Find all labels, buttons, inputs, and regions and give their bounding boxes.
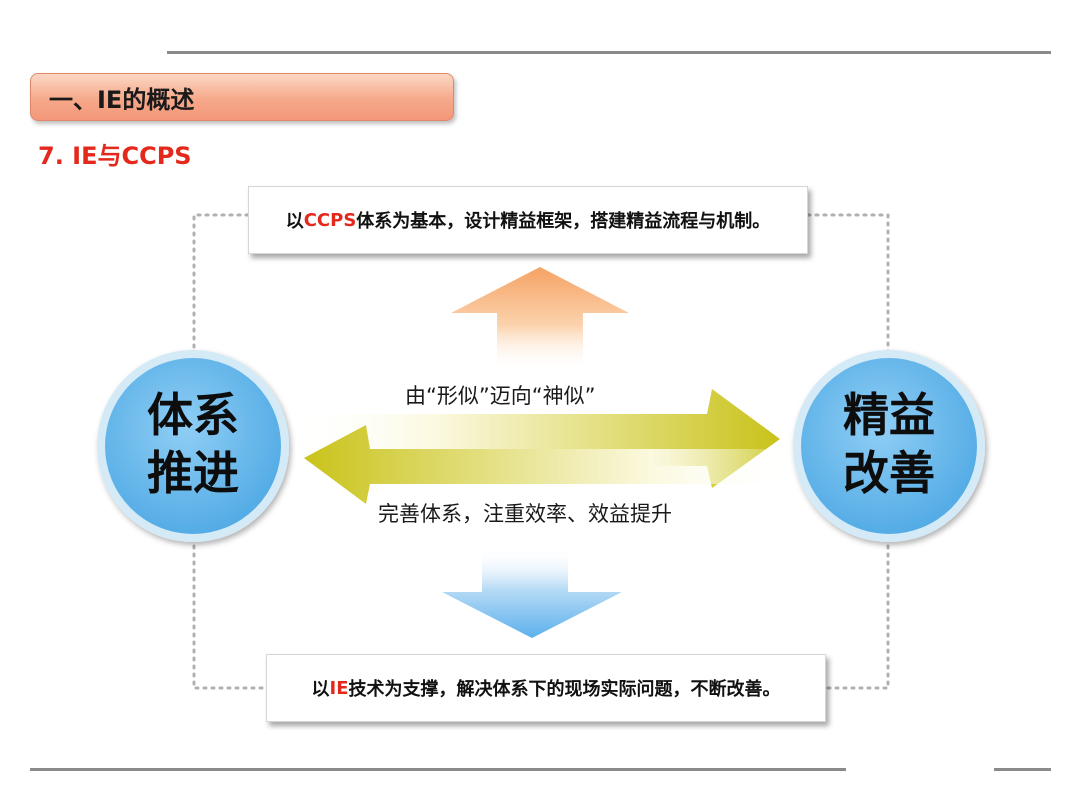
node-right-label: 精益 改善 <box>789 386 989 502</box>
up-arrow <box>451 267 629 372</box>
node-right-line2: 改善 <box>843 446 935 500</box>
node-left-line1: 体系 <box>147 388 239 442</box>
dotted-connector-bottom-right <box>824 528 890 690</box>
node-left-line2: 推进 <box>147 446 239 500</box>
callout-top-text: 体系为基本，设计精益框架，搭建精益流程与机制。 <box>356 211 771 232</box>
callout-bottom-text: 技术为支撑，解决体系下的现场实际问题，不断改善。 <box>348 679 781 700</box>
arrow-to-left <box>304 425 800 504</box>
section-title: 一、IE的概述 <box>49 85 195 114</box>
bottom-rule-right <box>994 768 1051 771</box>
top-rule <box>167 51 1051 54</box>
dotted-connector-top-left <box>192 213 250 374</box>
callout-bottom-highlight: IE <box>329 677 349 699</box>
callout-bottom-prefix: 以 <box>311 679 330 700</box>
callout-top-highlight: CCPS <box>303 209 357 231</box>
node-right <box>793 350 985 542</box>
dotted-connector-bottom-left <box>192 528 268 690</box>
flow-label-to-right: 由“形似”迈向“神似” <box>405 384 596 408</box>
dotted-connector-top-right <box>806 213 890 374</box>
flow-label-to-left: 完善体系，注重效率、效益提升 <box>378 502 672 526</box>
down-arrow <box>442 548 622 638</box>
node-left-label: 体系 推进 <box>93 386 293 502</box>
section-title-tab: 一、IE的概述 <box>30 73 454 121</box>
callout-top-prefix: 以 <box>285 211 304 232</box>
node-left <box>97 350 289 542</box>
bottom-rule-left <box>30 768 846 771</box>
slide-subtitle: 7. IE与CCPS <box>38 142 192 170</box>
dotted-loop <box>192 213 890 690</box>
node-right-line1: 精益 <box>843 388 935 442</box>
